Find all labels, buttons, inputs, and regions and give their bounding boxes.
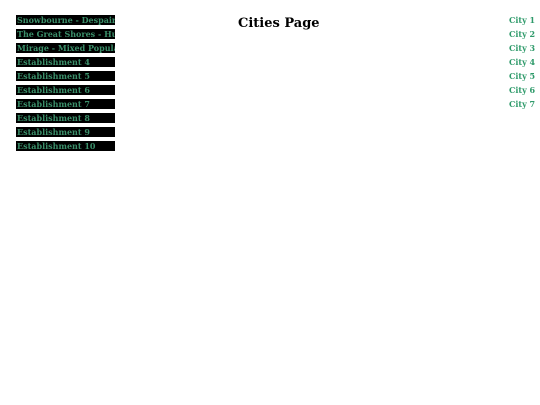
establishment-item-9[interactable]: Establishment 9: [16, 127, 115, 137]
establishment-list: Snowbourne - Despairgery The Great Shore…: [16, 15, 115, 155]
city-link-2[interactable]: City 2: [509, 29, 536, 39]
city-link-5[interactable]: City 5: [509, 71, 536, 81]
establishment-item-8[interactable]: Establishment 8: [16, 113, 115, 123]
city-list: City 1 City 2 City 3 City 4 City 5 City …: [509, 15, 537, 113]
city-link-6[interactable]: City 6: [509, 85, 536, 95]
city-link-7[interactable]: City 7: [509, 99, 536, 109]
establishment-item-10[interactable]: Establishment 10: [16, 141, 115, 151]
city-link-1[interactable]: City 1: [509, 15, 536, 25]
city-link-4[interactable]: City 4: [509, 57, 536, 67]
establishment-item-2[interactable]: The Great Shores - Human: [16, 29, 115, 39]
establishment-item-6[interactable]: Establishment 6: [16, 85, 115, 95]
establishment-item-3[interactable]: Mirage - Mixed Population: [16, 43, 115, 53]
establishment-item-5[interactable]: Establishment 5: [16, 71, 115, 81]
establishment-item-1[interactable]: Snowbourne - Despairgery: [16, 15, 115, 25]
establishment-item-4[interactable]: Establishment 4: [16, 57, 115, 67]
establishment-item-7[interactable]: Establishment 7: [16, 99, 115, 109]
page-title: Cities Page: [238, 16, 320, 31]
city-link-3[interactable]: City 3: [509, 43, 536, 53]
